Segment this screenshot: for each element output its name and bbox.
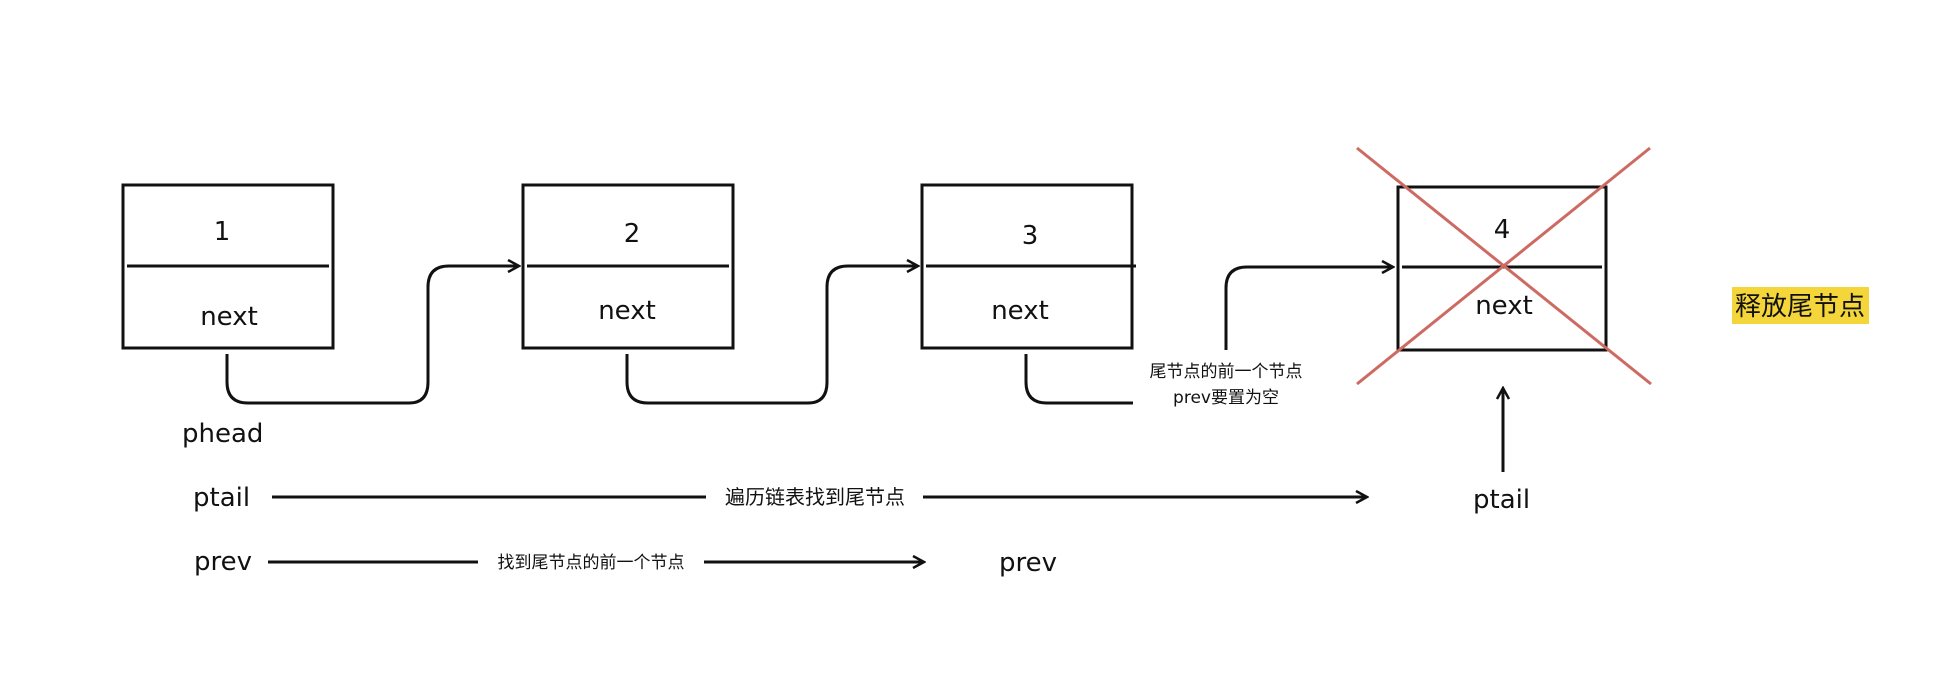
node-4-next-field: next (1475, 291, 1533, 321)
list-node-1: 1 next (121, 183, 335, 350)
list-node-2: 2 next (521, 183, 735, 350)
link-arrow-to-tail (1224, 267, 1393, 350)
node-2-next-field: next (598, 296, 656, 326)
find-prev-note: 找到尾节点的前一个节点 (498, 553, 685, 573)
node-3-next-field: next (991, 296, 1049, 326)
traverse-note: 遍历链表找到尾节点 (725, 485, 905, 509)
prev-null-note-line2: prev要置为空 (1173, 388, 1279, 408)
link-arrow-2-to-3 (625, 266, 918, 405)
prev-null-note-line1: 尾节点的前一个节点 (1150, 362, 1303, 382)
node-1-value: 1 (214, 217, 231, 247)
list-node-3: 3 next (920, 183, 1136, 350)
node-4-value: 4 (1494, 215, 1511, 245)
node-1-next-field: next (200, 302, 258, 332)
release-note-highlight (1732, 287, 1869, 324)
prev-start-label: prev (194, 547, 252, 577)
ptail-start-label: ptail (193, 483, 250, 513)
prev-end-label: prev (999, 548, 1057, 578)
node-3-value: 3 (1022, 221, 1039, 251)
phead-label: phead (182, 419, 263, 449)
delete-cross-icon (1356, 146, 1652, 386)
release-tail-note: 释放尾节点 (1735, 292, 1865, 322)
ptail-end-label: ptail (1473, 485, 1530, 515)
link-arrow-1-to-2 (225, 266, 519, 405)
node-2-value: 2 (624, 219, 641, 249)
node-3-next-stub (1024, 354, 1133, 405)
